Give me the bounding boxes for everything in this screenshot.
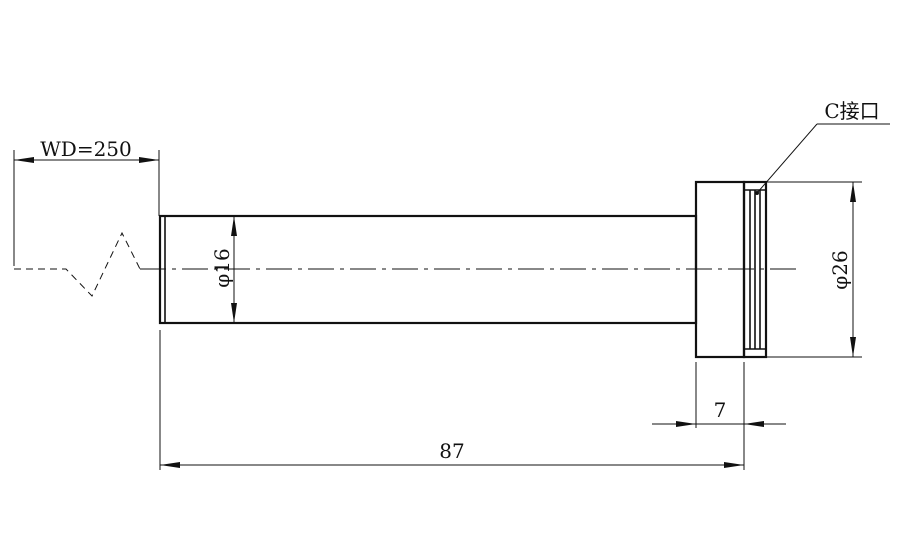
flange-diameter-dimension [766,181,862,358]
shaft-diameter-label: φ16 [210,248,234,287]
flange-diameter-label: φ26 [828,250,852,289]
overall-length-dimension [159,330,744,470]
c-mount-label: C接口 [824,99,879,123]
working-distance-break-line [14,231,141,297]
flange-width-label: 7 [714,398,727,422]
working-distance-label: WD=250 [40,137,132,161]
working-distance-dimension [13,150,160,266]
c-mount-thread [742,180,768,359]
overall-length-label: 87 [439,439,464,463]
c-mount-leader [755,123,890,195]
flange-width-dimension [652,362,786,470]
shaft-diameter-dimension [231,216,237,323]
